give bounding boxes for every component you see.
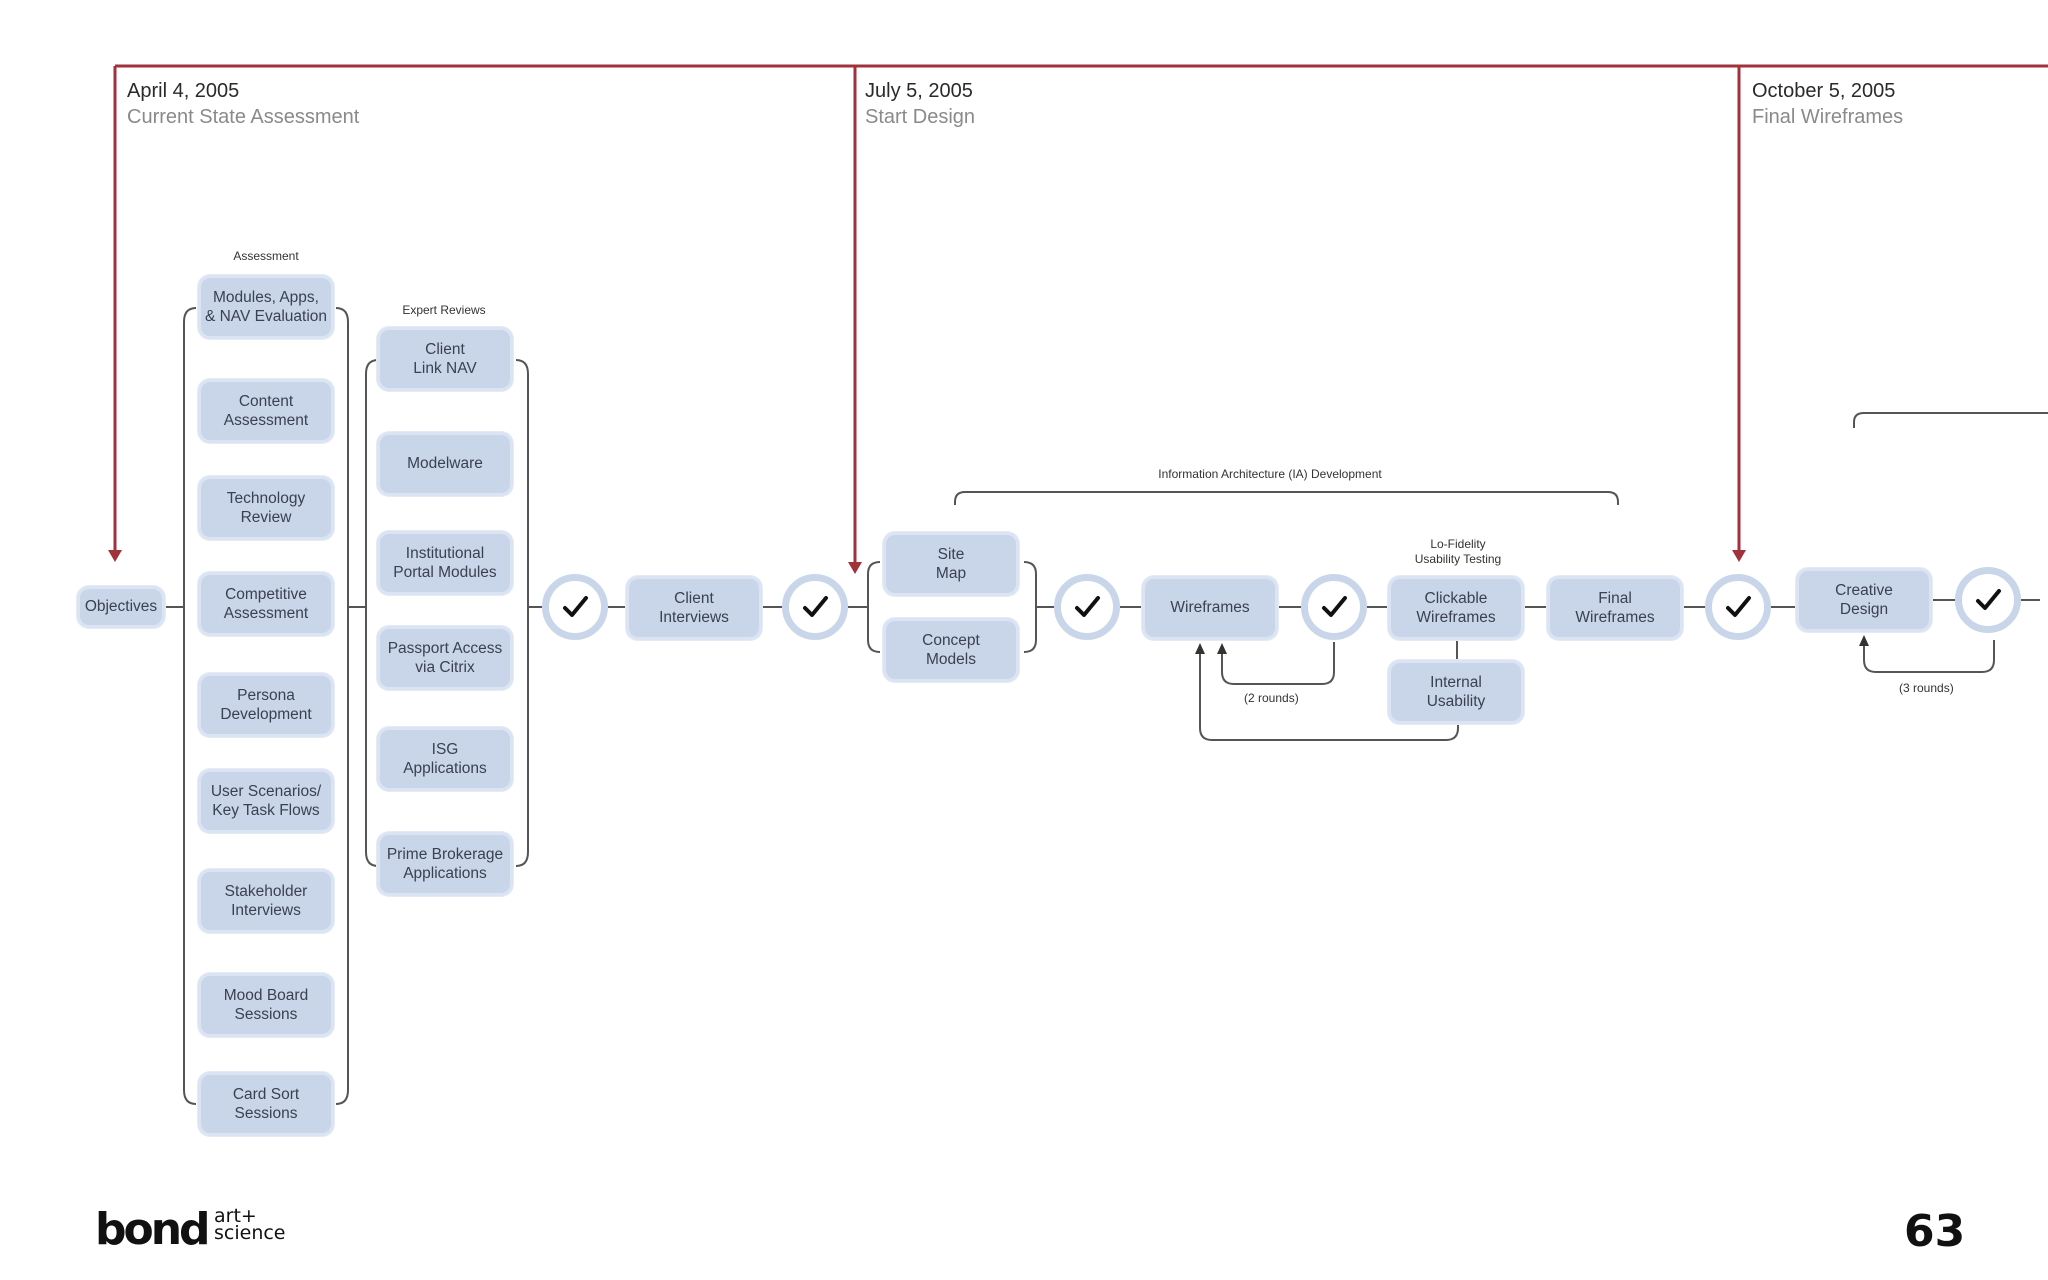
loop-arrow bbox=[1859, 635, 1869, 646]
milestone-title: Start Design bbox=[865, 106, 976, 128]
objectives-node: Objectives bbox=[77, 586, 165, 628]
creative-design-node: Creative Design bbox=[1796, 568, 1932, 632]
page-number: 63 bbox=[1904, 1206, 1966, 1257]
user-scenarios-node: User Scenarios/ Key Task Flows bbox=[198, 769, 334, 833]
milestone-date: April 4, 2005 bbox=[127, 80, 240, 102]
group-brackets bbox=[183, 307, 2048, 1105]
concept-models-node: Concept Models bbox=[883, 618, 1019, 682]
prime-brokerage-node: Prime Brokerage Applications bbox=[377, 832, 513, 896]
mood-board-node: Mood Board Sessions bbox=[198, 973, 334, 1037]
institutional-portal-node: Institutional Portal Modules bbox=[377, 531, 513, 595]
modules-apps-node: Modules, Apps, & NAV Evaluation bbox=[198, 275, 334, 339]
modelware-node: Modelware bbox=[377, 432, 513, 496]
loop-label: (2 rounds) bbox=[1244, 691, 1299, 705]
flow-connectors bbox=[165, 599, 2040, 660]
technology-review-node: Technology Review bbox=[198, 476, 334, 540]
milestone-date: October 5, 2005 bbox=[1752, 80, 1896, 102]
checkmark-icon bbox=[542, 574, 608, 640]
bond-logo: bond art+ science bbox=[95, 1205, 286, 1252]
client-link-nav-node: Client Link NAV bbox=[377, 327, 513, 391]
wireframes-node: Wireframes bbox=[1142, 576, 1278, 640]
checkmark-icon bbox=[782, 574, 848, 640]
timeline-arrow bbox=[1732, 550, 1746, 562]
content-assessment-node: Content Assessment bbox=[198, 379, 334, 443]
group-label-lofi-testing: Lo-Fidelity Usability Testing bbox=[1414, 537, 1502, 566]
card-sort-node: Card Sort Sessions bbox=[198, 1072, 334, 1136]
logo-sup-art: art+ bbox=[214, 1205, 257, 1227]
group-label-ia-development: Information Architecture (IA) Developmen… bbox=[1158, 467, 1382, 481]
isg-applications-node: ISG Applications bbox=[377, 727, 513, 791]
internal-usability-node: Internal Usability bbox=[1388, 660, 1524, 724]
timeline-arrow bbox=[848, 562, 862, 574]
client-interviews-node: Client Interviews bbox=[626, 576, 762, 640]
loop-arrow bbox=[1217, 643, 1227, 654]
competitive-assessment-node: Competitive Assessment bbox=[198, 572, 334, 636]
checkmark-icon bbox=[1705, 574, 1771, 640]
timeline-arrow bbox=[108, 550, 122, 562]
passport-access-node: Passport Access via Citrix bbox=[377, 626, 513, 690]
group-label-assessment: Assessment bbox=[233, 249, 299, 263]
milestone-date: July 5, 2005 bbox=[865, 80, 973, 102]
logo-wordmark: bond bbox=[95, 1204, 211, 1255]
group-label-expert-reviews: Expert Reviews bbox=[402, 303, 486, 317]
timeline-line bbox=[113, 64, 2048, 567]
checkmark-icon bbox=[1054, 574, 1120, 640]
persona-development-node: Persona Development bbox=[198, 673, 334, 737]
stakeholder-interviews-node: Stakeholder Interviews bbox=[198, 869, 334, 933]
checkmark-icon bbox=[1301, 574, 1367, 640]
site-map-node: Site Map bbox=[883, 532, 1019, 596]
checkmark-icon bbox=[1955, 567, 2021, 633]
loop-label: (3 rounds) bbox=[1899, 681, 1954, 695]
logo-sup-science: science bbox=[214, 1222, 286, 1244]
loop-arrow bbox=[1195, 643, 1205, 654]
final-wireframes-node: Final Wireframes bbox=[1547, 576, 1683, 640]
milestone-title: Final Wireframes bbox=[1752, 106, 1904, 128]
milestone-title: Current State Assessment bbox=[127, 106, 360, 128]
clickable-wireframes-node: Clickable Wireframes bbox=[1388, 576, 1524, 640]
